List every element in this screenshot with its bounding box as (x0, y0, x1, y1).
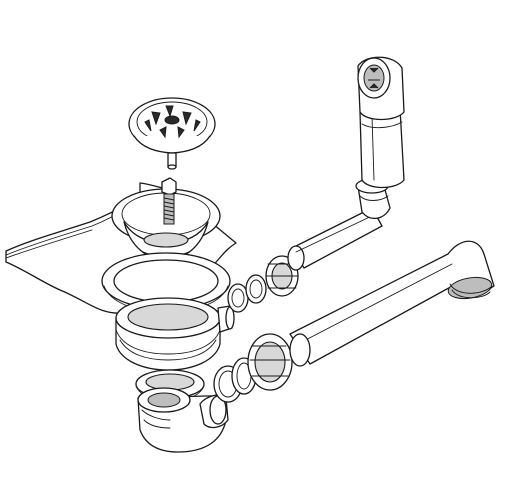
bottle-trap (137, 387, 229, 453)
sealing-gasket (101, 252, 231, 313)
washer-rings (227, 274, 267, 313)
strainer-basket (128, 97, 216, 170)
trap-washers (213, 357, 257, 403)
overflow-head (357, 56, 405, 121)
outlet-pipe (289, 240, 495, 367)
overflow-hose (359, 107, 405, 189)
screw (161, 177, 177, 225)
trap-nut (247, 333, 293, 391)
overflow-tube (287, 207, 383, 271)
drain-body (115, 297, 235, 371)
